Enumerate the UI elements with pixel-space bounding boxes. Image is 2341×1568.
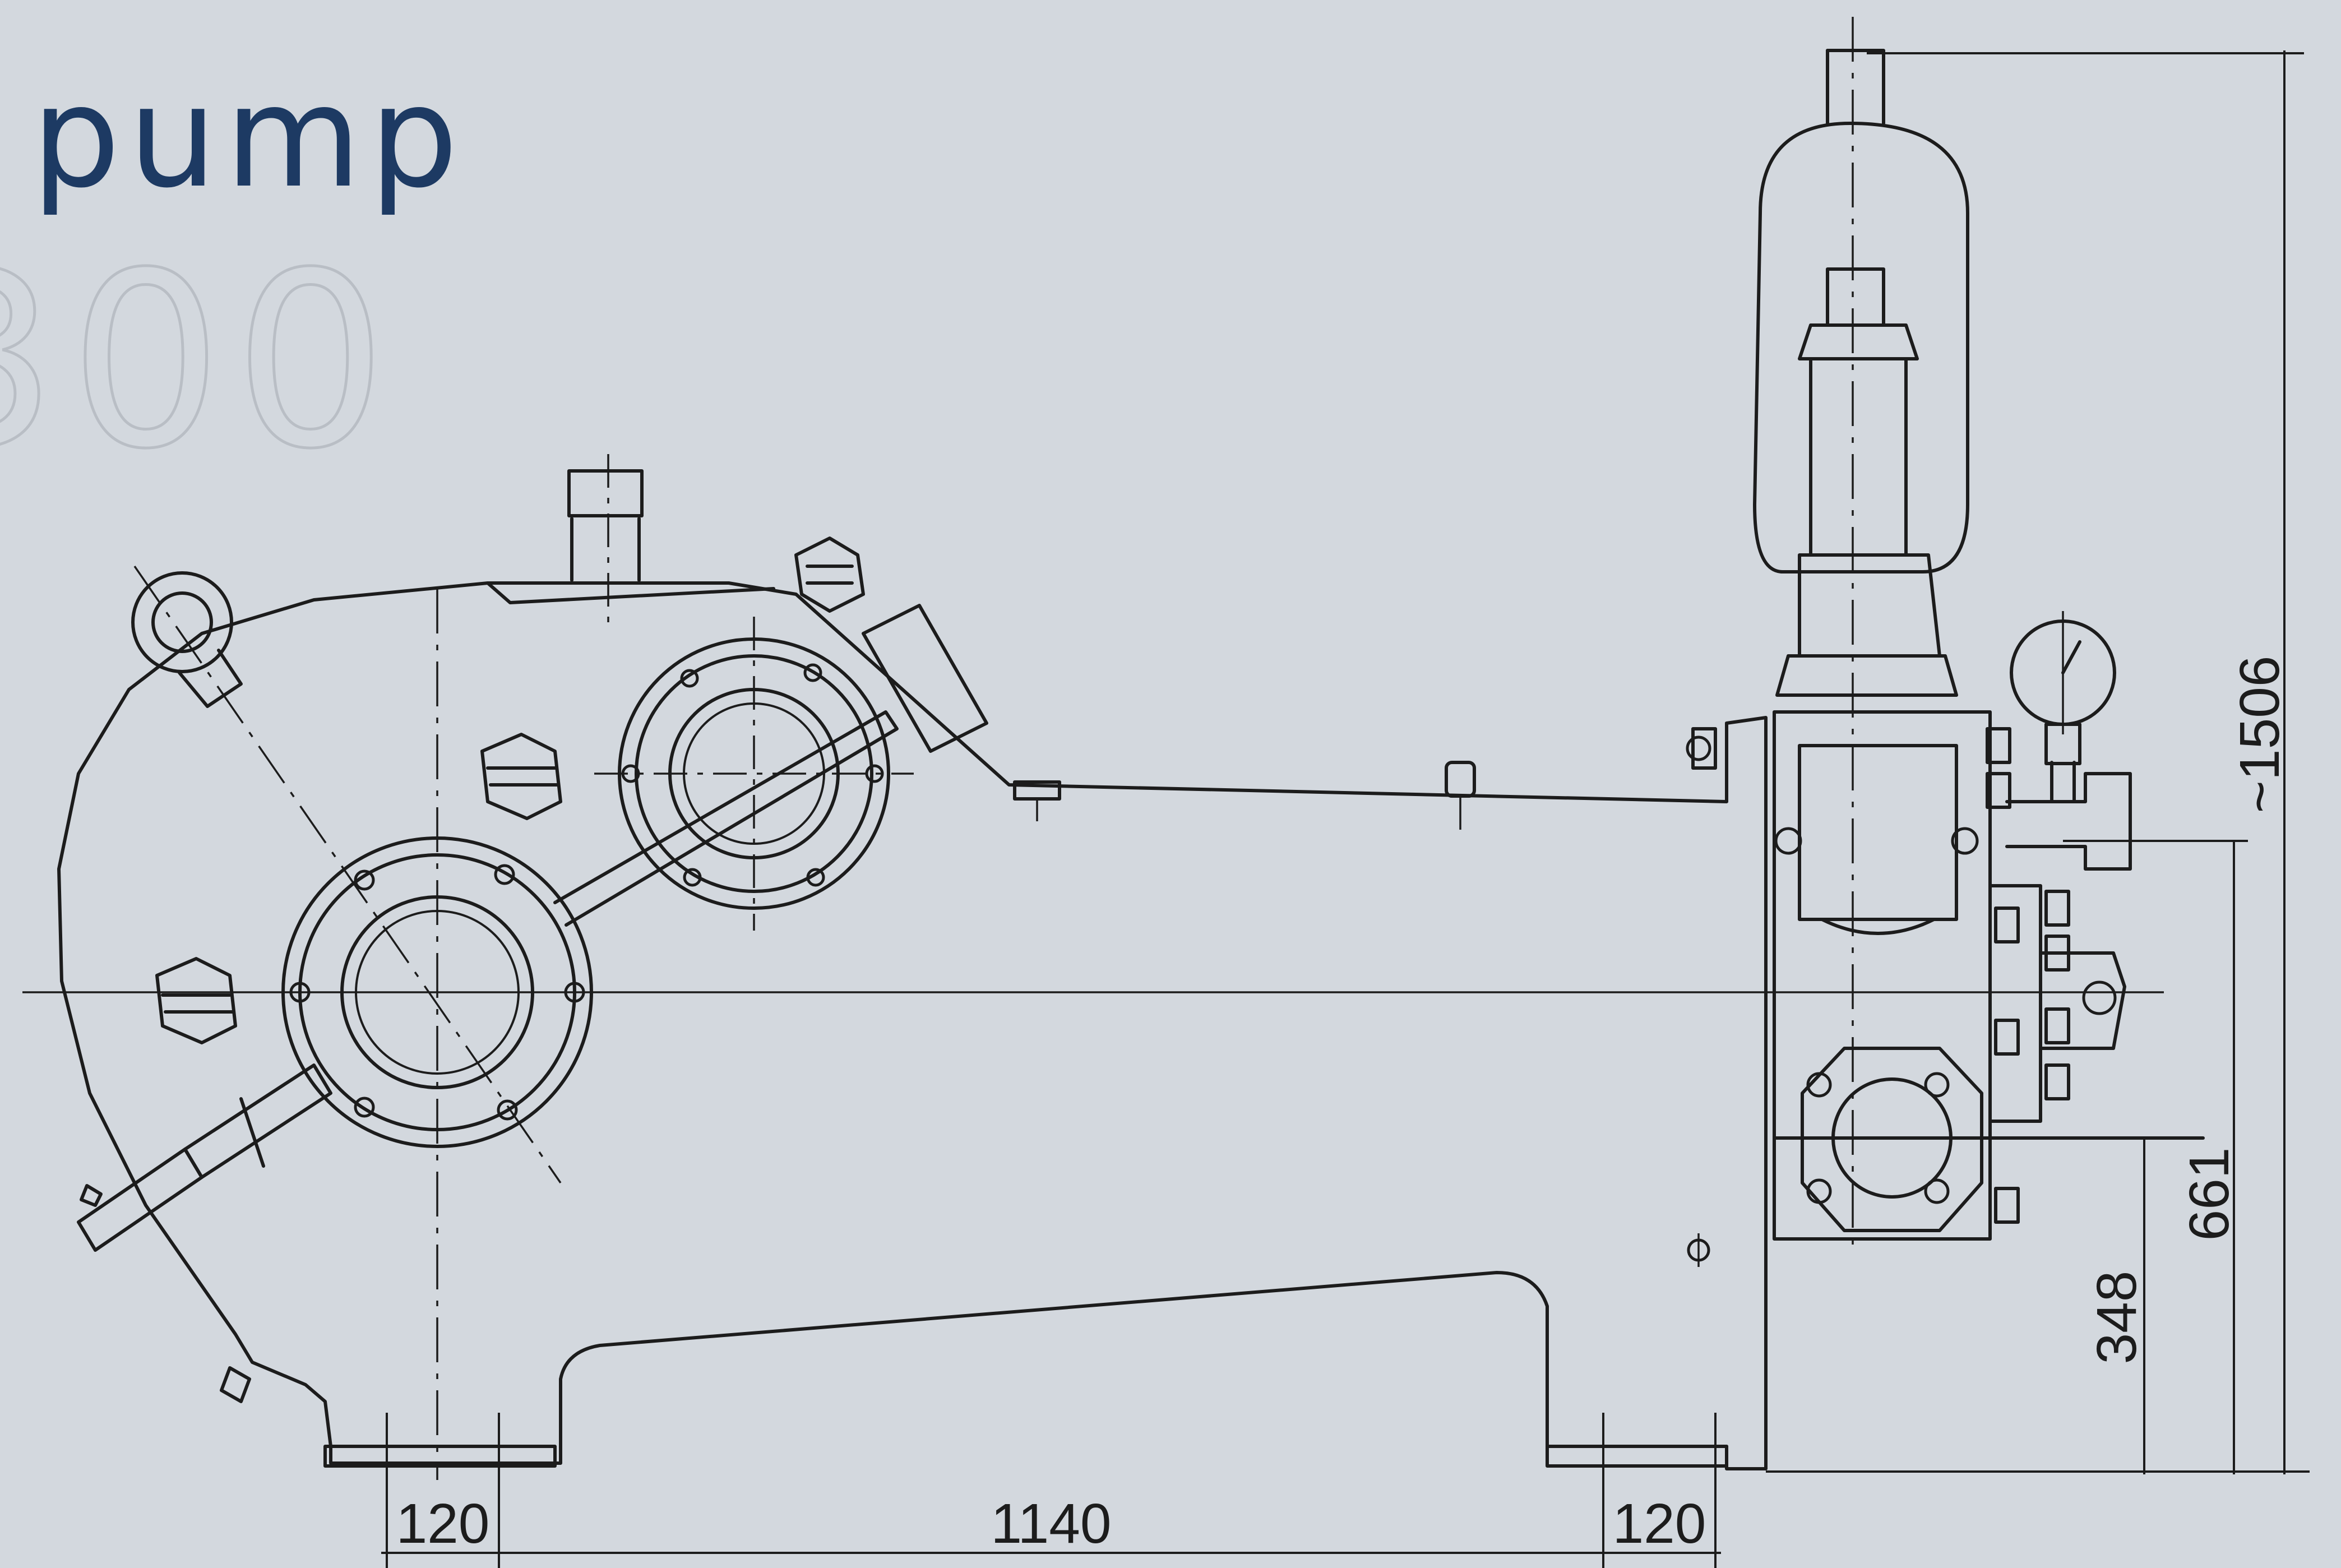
dim-left-foot: 120: [396, 1492, 490, 1555]
pulsation-dampener: [1753, 49, 1969, 697]
lifting-eye: [131, 571, 243, 708]
dim-outlet-height: 348: [2085, 1271, 2148, 1365]
power-end-housing: [57, 581, 1768, 1470]
page-title: pump: [31, 55, 466, 219]
dim-overall-height: ~1506: [2228, 656, 2291, 813]
centre-lines: [22, 17, 2164, 1480]
dim-foot-spacing: 1140: [991, 1492, 1111, 1555]
pressure-gauge: [2005, 611, 2132, 871]
housing-fasteners: [80, 736, 1711, 1403]
suction-flange: [1801, 1047, 1983, 1232]
dim-inlet-height: 661: [2178, 1148, 2241, 1241]
fluid-end-studs: [1691, 727, 2070, 1224]
hex-nuts: [155, 536, 865, 1044]
dimension-lines: [381, 50, 2310, 1568]
housing-ribs: [77, 604, 988, 1252]
breather-cap: [567, 454, 644, 622]
dim-right-foot: 120: [1613, 1492, 1706, 1555]
model-code-watermark: 300: [0, 221, 399, 502]
